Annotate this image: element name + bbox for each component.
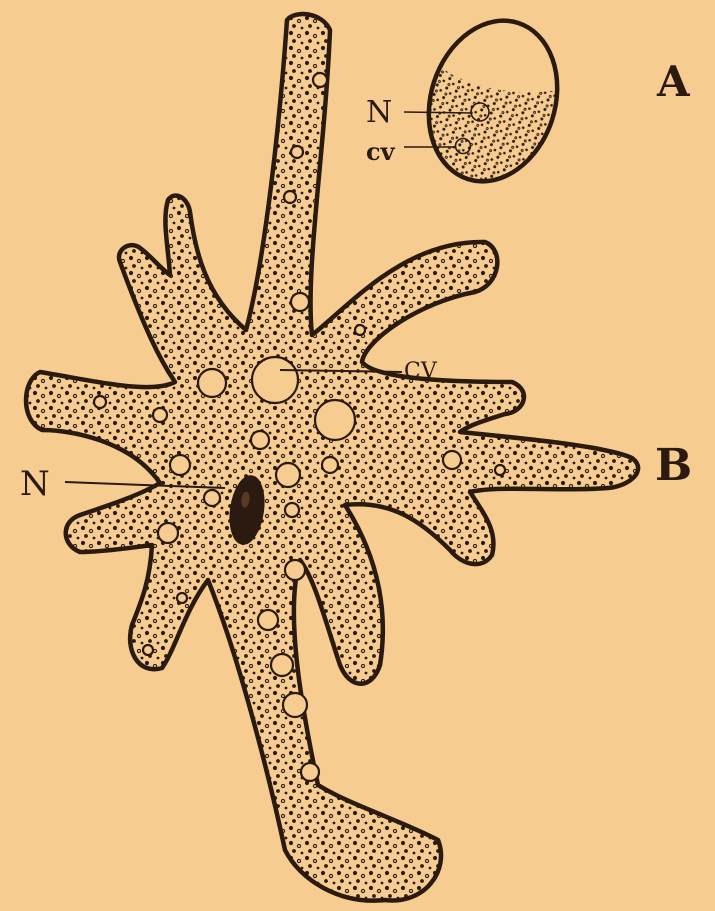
panel-b-nucleus-label: N [20,464,50,504]
panel-b-label: B [655,440,692,491]
panel-a-cyst: N cv A [366,1,691,208]
panel-b-amoeba: CV N B [20,14,692,901]
panel-b-cv-label: CV [404,359,438,384]
panel-a-nucleus-label: N [366,95,392,130]
panel-a-cv-label: cv [366,137,396,166]
panel-a-label: A [656,57,691,106]
cyst-cytoplasm [399,47,570,208]
cyst-nucleus-leader [404,112,472,113]
